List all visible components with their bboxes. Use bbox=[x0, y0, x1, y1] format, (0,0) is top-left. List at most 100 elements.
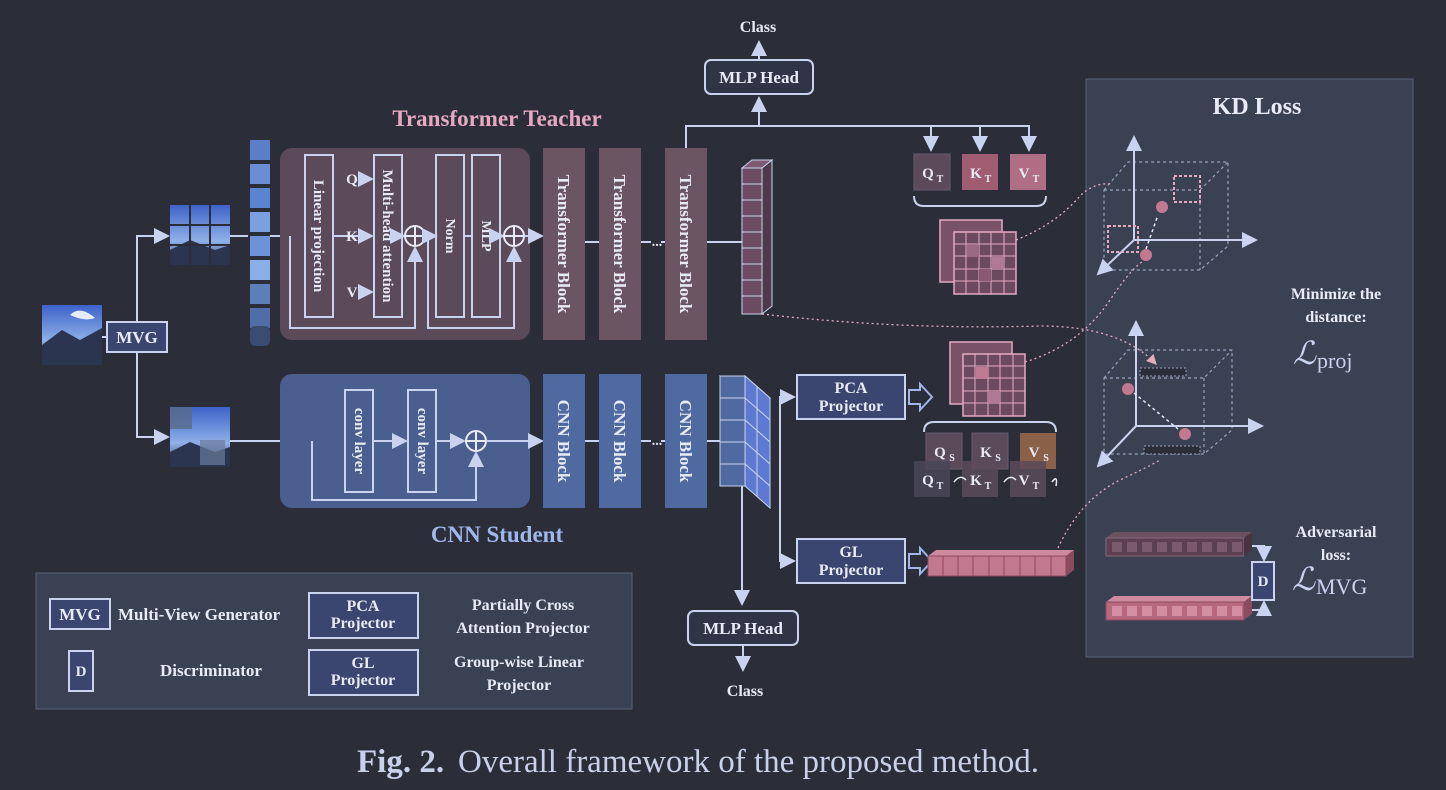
gl-projector: GL Projector bbox=[796, 538, 906, 584]
svg-text:CNN Block: CNN Block bbox=[554, 400, 573, 483]
student-view-image bbox=[170, 407, 230, 467]
transformer-block-2: Transformer Block bbox=[599, 148, 641, 340]
legend-d-key: D bbox=[68, 650, 94, 692]
minimize-label-1: Minimize the bbox=[1291, 286, 1381, 303]
teacher-view-image bbox=[170, 205, 230, 265]
figure-caption: Fig. 2. Overall framework of the propose… bbox=[357, 744, 1039, 780]
teacher-token-bar bbox=[1105, 532, 1252, 557]
mvg-loss-symbol: ℒ MVG bbox=[1292, 561, 1367, 599]
pca-projector: PCA Projector bbox=[796, 374, 906, 420]
svg-text:Projector: Projector bbox=[331, 615, 396, 632]
svg-text:V: V bbox=[347, 285, 358, 301]
legend-pca-desc-2: Attention Projector bbox=[456, 620, 589, 637]
svg-text:D: D bbox=[76, 664, 87, 680]
svg-text:K: K bbox=[980, 445, 992, 461]
teacher-attention-map bbox=[939, 219, 1017, 295]
bottom-class-label: Class bbox=[727, 683, 763, 700]
svg-text:GL: GL bbox=[839, 544, 862, 561]
transformer-block-1: Transformer Block bbox=[543, 148, 585, 340]
svg-text:Transformer Block: Transformer Block bbox=[676, 175, 695, 314]
adv-label-1: Adversarial bbox=[1296, 524, 1377, 541]
qkv-inputs: Q K V bbox=[346, 171, 374, 301]
student-ellipsis: ... bbox=[652, 434, 663, 449]
svg-text:Q: Q bbox=[922, 166, 934, 182]
student-attention-map bbox=[949, 341, 1026, 417]
svg-text:V: V bbox=[1019, 473, 1030, 489]
svg-text:Q: Q bbox=[346, 172, 358, 188]
minimize-label-2: distance: bbox=[1305, 309, 1366, 326]
svg-text:Norm: Norm bbox=[442, 219, 457, 254]
add-node-1 bbox=[404, 225, 426, 247]
top-class-label: Class bbox=[740, 19, 776, 36]
svg-text:D: D bbox=[1258, 574, 1269, 590]
svg-text:Projector: Projector bbox=[819, 562, 884, 579]
svg-text:T: T bbox=[937, 481, 944, 492]
mvg-box: MVG bbox=[106, 321, 168, 353]
teacher-panel bbox=[280, 148, 530, 340]
feature-space-2 bbox=[1096, 320, 1264, 468]
svg-text:Projector: Projector bbox=[331, 672, 396, 689]
student-qkv: Q S K S V S Q T K T V T bbox=[914, 432, 1058, 497]
legend-pca-key: PCA Projector bbox=[308, 592, 419, 639]
svg-text:V: V bbox=[1019, 166, 1030, 182]
svg-text:MLP Head: MLP Head bbox=[719, 68, 799, 87]
transformer-block-3: Transformer Block bbox=[665, 148, 707, 340]
svg-text:Linear projection: Linear projection bbox=[310, 180, 326, 293]
svg-text:conv layer: conv layer bbox=[351, 408, 367, 475]
cnn-block-3: CNN Block bbox=[665, 374, 707, 508]
legend-mvg-key: MVG bbox=[49, 598, 111, 630]
svg-text:S: S bbox=[949, 453, 955, 464]
svg-text:K: K bbox=[970, 166, 982, 182]
svg-text:T: T bbox=[937, 174, 944, 185]
mlp-head-top: MLP Head bbox=[704, 59, 814, 95]
mvg-label: MVG bbox=[116, 328, 158, 347]
patch-sequence bbox=[250, 140, 270, 346]
mlp-head-bottom: MLP Head bbox=[687, 610, 799, 646]
svg-text:ℒ: ℒ bbox=[1292, 561, 1316, 597]
svg-text:V: V bbox=[1029, 445, 1040, 461]
svg-text:PCA: PCA bbox=[835, 380, 868, 397]
legend-gl-desc-1: Group-wise Linear bbox=[454, 654, 584, 671]
svg-text:Projector: Projector bbox=[819, 398, 884, 415]
svg-text:PCA: PCA bbox=[347, 598, 380, 615]
teacher-ellipsis: ... bbox=[652, 235, 663, 250]
add-node-2 bbox=[503, 225, 525, 247]
svg-text:proj: proj bbox=[1317, 348, 1352, 373]
svg-text:S: S bbox=[995, 453, 1001, 464]
svg-text:Transformer Block: Transformer Block bbox=[610, 175, 629, 314]
student-feature-cube bbox=[718, 374, 772, 510]
svg-text:T: T bbox=[985, 481, 992, 492]
svg-text:Overall framework of the propo: Overall framework of the proposed method… bbox=[458, 744, 1039, 780]
student-token-bar bbox=[1105, 596, 1252, 621]
student-title: CNN Student bbox=[431, 522, 564, 547]
legend-d-desc: Discriminator bbox=[160, 661, 262, 680]
proj-loss-symbol: ℒ proj bbox=[1293, 335, 1352, 373]
teacher-title: Transformer Teacher bbox=[392, 106, 601, 131]
svg-text:MVG: MVG bbox=[1316, 574, 1367, 599]
svg-text:conv layer: conv layer bbox=[414, 408, 430, 475]
cnn-block-2: CNN Block bbox=[599, 374, 641, 508]
legend-gl-key: GL Projector bbox=[308, 649, 419, 696]
svg-text:ℒ: ℒ bbox=[1293, 335, 1317, 371]
svg-text:Fig. 2.: Fig. 2. bbox=[357, 744, 444, 780]
svg-text:Transformer Block: Transformer Block bbox=[554, 175, 573, 314]
svg-text:K: K bbox=[970, 473, 982, 489]
legend-pca-desc-1: Partially Cross bbox=[472, 597, 574, 614]
svg-text:GL: GL bbox=[351, 655, 374, 672]
legend-mvg-desc: Multi-View Generator bbox=[118, 605, 281, 624]
adv-label-2: loss: bbox=[1321, 547, 1351, 564]
svg-text:Q: Q bbox=[922, 473, 934, 489]
svg-text:K: K bbox=[346, 229, 358, 245]
svg-text:MVG: MVG bbox=[59, 605, 101, 624]
discriminator-box: D bbox=[1251, 561, 1275, 601]
kd-loss-title: KD Loss bbox=[1213, 94, 1302, 120]
teacher-qkv: Q T K T V T bbox=[913, 153, 1047, 207]
cnn-block-1: CNN Block bbox=[543, 374, 585, 508]
svg-text:Q: Q bbox=[934, 445, 946, 461]
svg-text:T: T bbox=[985, 174, 992, 185]
add-node-3 bbox=[465, 430, 487, 452]
svg-text:T: T bbox=[1033, 481, 1040, 492]
gl-token-bar bbox=[927, 550, 1074, 577]
svg-text:S: S bbox=[1043, 453, 1049, 464]
legend-gl-desc-2: Projector bbox=[487, 677, 552, 694]
